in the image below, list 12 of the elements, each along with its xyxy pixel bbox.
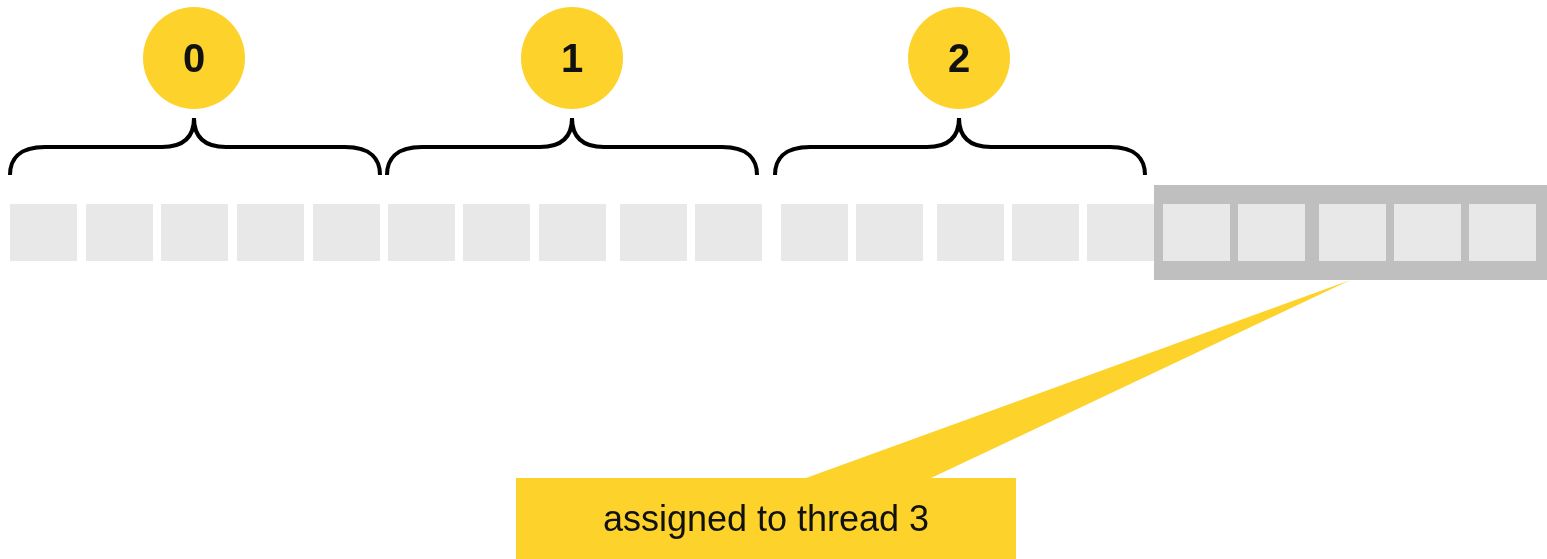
callout-box	[516, 478, 1016, 559]
index-number: 0	[182, 35, 206, 81]
array-cell	[1238, 204, 1305, 261]
index-number: 1	[560, 35, 584, 81]
array-cell	[1163, 204, 1230, 261]
callout-text: assigned to thread 3	[602, 497, 930, 540]
array-cell	[1394, 204, 1461, 261]
array-cell	[1087, 204, 1154, 261]
array-cell	[1469, 204, 1536, 261]
array-cell	[1319, 204, 1386, 261]
highlight-box	[1154, 185, 1547, 280]
index-number: 2	[947, 35, 971, 81]
